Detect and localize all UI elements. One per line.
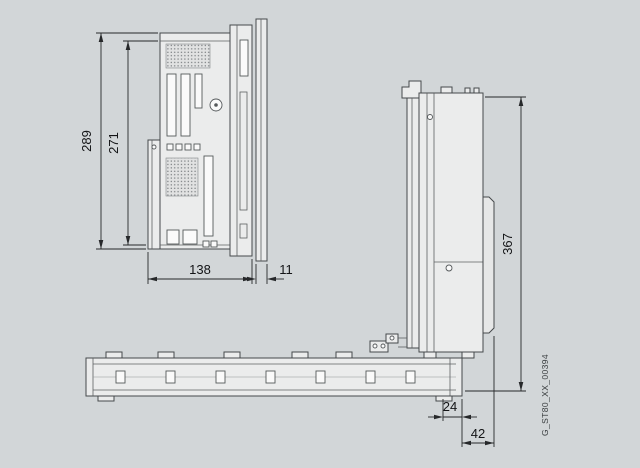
- front-bezel: [229, 24, 253, 257]
- left-module: [147, 139, 161, 250]
- dim-height-inner-label: 271: [106, 132, 121, 154]
- dim-height-outer-label: 289: [79, 130, 94, 152]
- front-door: [255, 18, 268, 262]
- top-notch: [440, 86, 453, 94]
- drawing-id-label: G_ST80_XX_00394: [540, 354, 550, 436]
- dim-depth-body-label: 138: [189, 262, 211, 277]
- module-slots: [166, 73, 214, 237]
- dim-height-total-label: 367: [500, 233, 515, 255]
- chassis: [159, 32, 231, 250]
- connector-assembly: [369, 333, 407, 353]
- vent-grid-mid: [165, 157, 199, 197]
- dimension-annotations: 289 271 138 11 367 24: [79, 32, 526, 447]
- side-cover: [482, 196, 495, 334]
- bottom-blocks: [166, 229, 218, 248]
- dim-offset-outer-label: 42: [471, 426, 485, 441]
- unit-front-view: [147, 18, 268, 262]
- rail-inner-lines: [92, 358, 456, 396]
- side-body: [418, 92, 484, 353]
- unit-side-view: [369, 80, 495, 359]
- vent-grid-top: [165, 43, 211, 69]
- rail-feet: [97, 395, 453, 402]
- rear-plate: [406, 97, 420, 349]
- dim-depth-door-label: 11: [279, 262, 293, 277]
- side-body-details: [426, 93, 483, 352]
- mounting-rail-view: [85, 351, 463, 402]
- switch-row: [166, 143, 201, 151]
- rail-slots: [115, 370, 416, 384]
- dim-offset-inner-label: 24: [443, 399, 457, 414]
